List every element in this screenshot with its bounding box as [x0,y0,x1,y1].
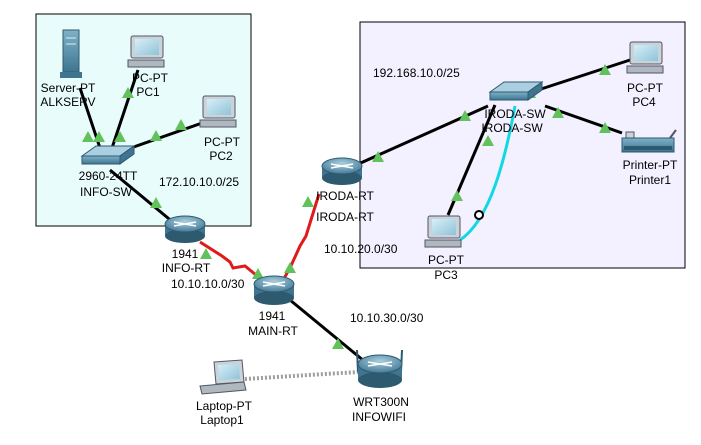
laptop-name-label: Laptop1 [200,413,244,427]
server-type-label: Server-PT [41,81,96,95]
device-pc3[interactable]: PC-PT PC3 [424,215,465,282]
laptop-icon [199,359,247,395]
device-pc4[interactable]: PC-PT PC4 [626,41,664,109]
link-irodasw-pc4[interactable] [537,58,631,92]
printer-name-label: Printer1 [629,173,671,187]
pc4-type-label: PC-PT [627,81,664,95]
main-rt-name-label: MAIN-RT [248,324,298,338]
device-pc2[interactable]: PC-PT PC2 [199,95,241,163]
device-iroda-rt[interactable]: IRODA-RT IRODA-RT [316,157,375,224]
link-sw-infort[interactable] [109,168,181,230]
pc1-type-label: PC-PT [132,71,169,85]
iroda-sw-name-label: IRODA-SW [481,121,543,135]
main-wifi-link-network-label: 10.10.30.0/30 [350,311,424,325]
device-printer[interactable]: Printer-PT Printer1 [621,129,678,187]
device-laptop[interactable]: Laptop-PT Laptop1 [196,359,253,427]
device-server[interactable]: Server-PT ALKSERV [40,29,96,109]
wireless-router-icon [356,349,403,388]
pc-icon [424,215,462,248]
info-rt-name-label: INFO-RT [162,261,211,275]
pc2-type-label: PC-PT [204,135,241,149]
info-sw-type-label: 2960-24TT [79,169,138,183]
link-pc2-sw[interactable] [124,120,206,152]
pc2-name-label: PC2 [209,149,233,163]
left-lan-network-label: 172.10.10.0/25 [159,175,239,189]
pc3-type-label: PC-PT [428,253,465,267]
main-rt-type-label: 1941 [259,309,286,323]
info-sw-name-label: INFO-SW [80,185,133,199]
server-name-label: ALKSERV [40,95,95,109]
iroda-rt-type-label: IRODA-RT [316,189,374,203]
crossover-endpoint-marker [474,210,484,220]
pc3-name-label: PC3 [434,268,458,282]
device-wifi-router[interactable]: WRT300N INFOWIFI [352,349,409,424]
router-icon [321,157,363,185]
wifi-type-label: WRT300N [353,395,409,409]
device-info-sw[interactable]: 2960-24TT INFO-SW [79,145,138,199]
pc-icon [127,35,165,68]
device-iroda-sw[interactable]: IRODA-SW IRODA-SW [481,81,546,135]
pc-icon [199,95,237,128]
pc-icon [626,41,664,74]
router-icon [164,215,206,243]
link-irodasw-pc3-crossover[interactable] [459,105,517,242]
iroda-rt-name-label: IRODA-RT [316,210,374,224]
link-mainrt-wifi[interactable] [289,298,376,372]
device-info-rt[interactable]: 1941 INFO-RT [162,215,211,275]
pc1-name-label: PC1 [136,85,160,99]
iroda-sw-type-label: IRODA-SW [484,107,546,121]
link-laptop-wifi-wireless[interactable] [244,370,359,381]
info-rt-type-label: 1941 [172,247,199,261]
device-pc1[interactable]: PC-PT PC1 [127,35,169,99]
laptop-type-label: Laptop-PT [196,399,253,413]
switch-icon [80,145,136,165]
printer-type-label: Printer-PT [623,158,678,172]
printer-icon [621,129,677,153]
server-icon [60,29,82,78]
device-main-rt[interactable]: 1941 MAIN-RT [248,275,299,338]
link-pc1-sw[interactable] [110,69,140,149]
wifi-name-label: INFOWIFI [352,410,406,424]
info-main-link-network-label: 10.10.10.0/30 [171,277,245,291]
switch-icon [488,81,544,101]
link-infort-mainrt-serial[interactable] [199,240,263,282]
main-iroda-link-network-label: 10.10.20.0/30 [324,242,398,256]
router-icon [253,275,295,305]
right-lan-network-label: 192.168.10.0/25 [373,66,460,80]
pc4-name-label: PC4 [632,95,656,109]
